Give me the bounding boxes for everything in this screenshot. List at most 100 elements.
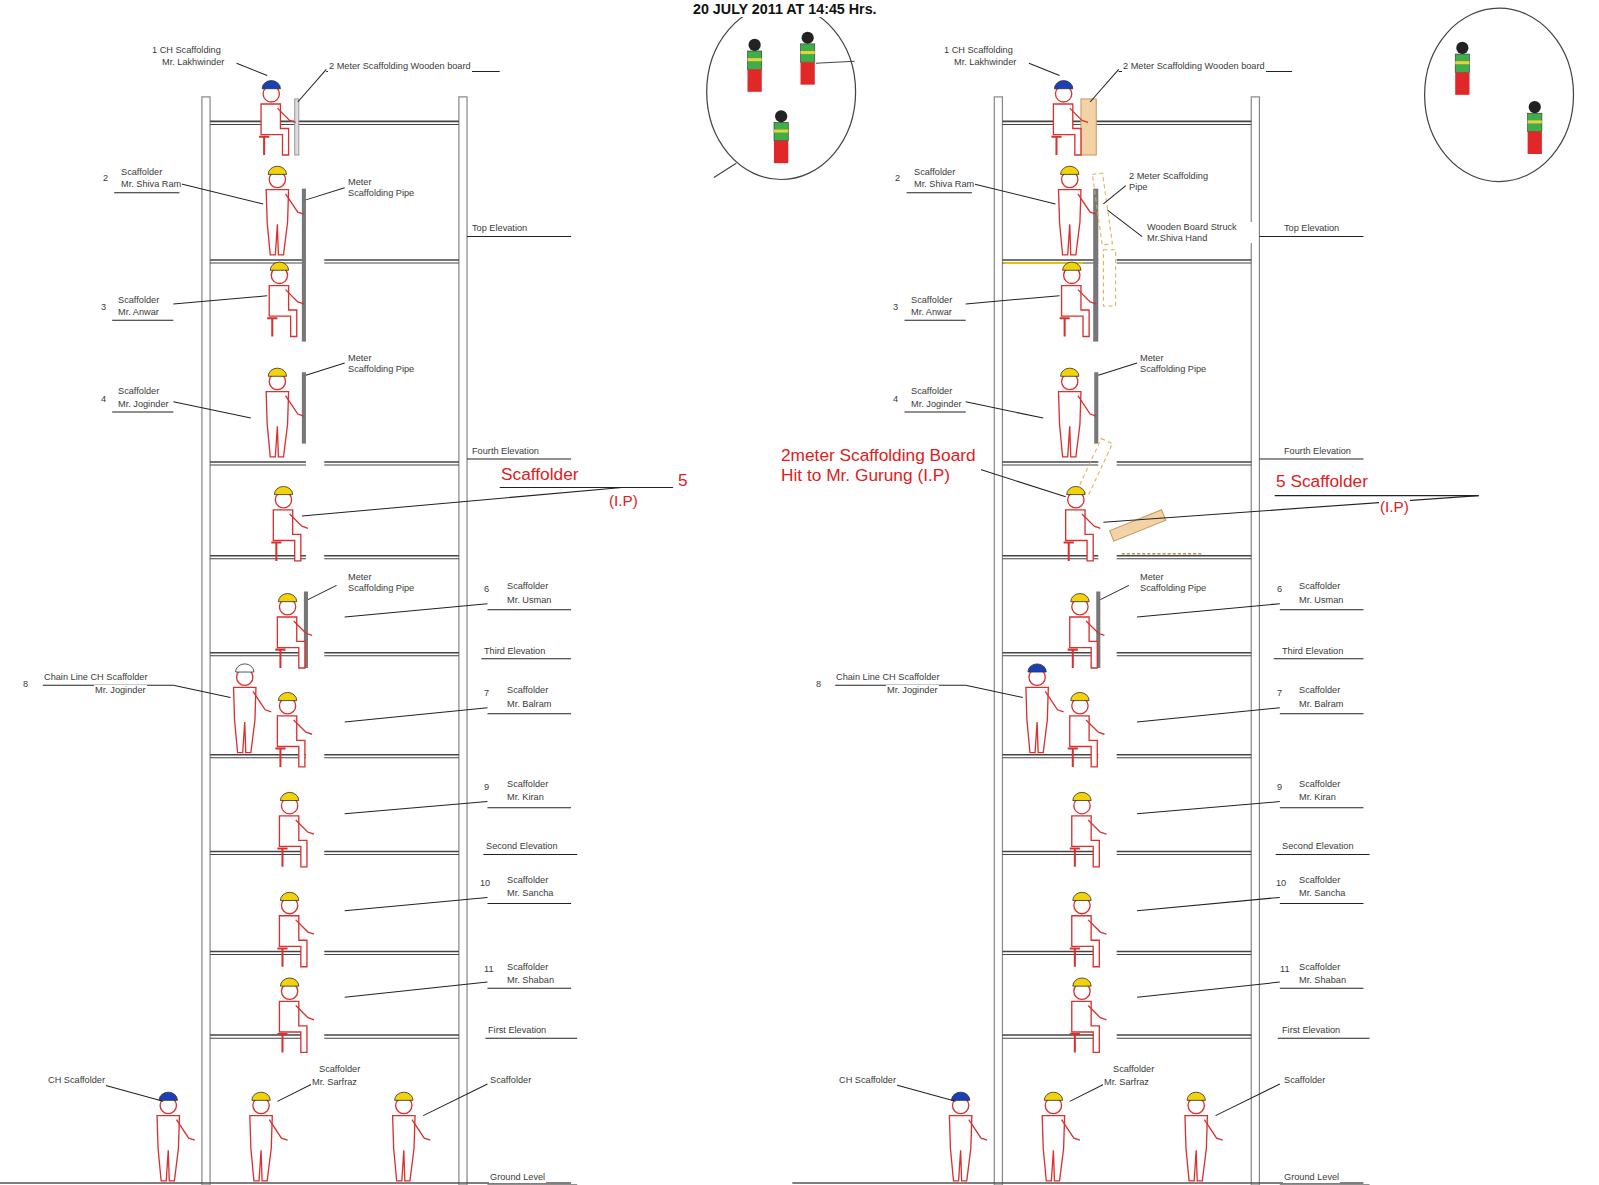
hard-hat xyxy=(159,1092,177,1100)
callout-label: Top Elevation xyxy=(471,223,528,234)
platform xyxy=(1002,1038,1098,1039)
callout-label: Scaffolder xyxy=(1298,875,1341,886)
platform xyxy=(1117,655,1252,656)
drawing-stroke xyxy=(412,1120,430,1140)
incident-label: (I.P) xyxy=(608,492,639,510)
leader-line xyxy=(467,458,571,459)
callout-label: Chain Line CH Scaffolder xyxy=(43,672,149,683)
leader-line xyxy=(112,411,173,412)
platform xyxy=(324,263,459,264)
leader-line xyxy=(1276,854,1370,855)
wooden-board xyxy=(1081,99,1096,155)
callout-label: Mr. Anwar xyxy=(910,307,953,318)
hard-hat xyxy=(1071,594,1089,602)
leader-line xyxy=(487,807,571,808)
platform xyxy=(210,555,306,557)
callout-label: Mr. Joginder xyxy=(117,399,170,410)
leader-line xyxy=(1137,604,1280,617)
drawing-stroke xyxy=(1051,137,1061,155)
drawing-stroke xyxy=(1070,108,1088,122)
worker-figure xyxy=(266,171,304,255)
drawing-stroke xyxy=(250,1116,272,1181)
leader-line xyxy=(481,658,571,659)
drawing-stroke xyxy=(969,1120,987,1140)
scaffold-pipe xyxy=(1094,372,1098,443)
worker-figure xyxy=(275,698,312,767)
callout-label: Second Elevation xyxy=(1281,841,1355,852)
callout-label: 10 xyxy=(479,878,491,889)
callout-label: 1 CH Scaffolding xyxy=(943,45,1014,56)
platform xyxy=(1002,757,1098,758)
board-path xyxy=(1122,553,1204,555)
bystander-figure xyxy=(801,32,815,85)
drawing-stroke xyxy=(277,617,305,668)
hard-hat xyxy=(268,368,286,376)
callout-label: Scaffolder xyxy=(506,962,549,973)
callout-label: Meter Scaffolding Pipe xyxy=(1139,353,1212,374)
callout-label: Mr. Balram xyxy=(506,699,552,710)
hard-hat xyxy=(280,792,298,800)
drawing-stroke xyxy=(296,1006,314,1020)
platform xyxy=(210,461,306,463)
leader-line xyxy=(972,184,1056,204)
platform xyxy=(210,121,459,123)
callout-label: 8 xyxy=(815,679,822,690)
platform xyxy=(324,652,459,654)
drawing-stroke xyxy=(279,1001,307,1052)
drawing-stroke xyxy=(1078,396,1096,416)
platform xyxy=(210,754,306,756)
drawing-stroke xyxy=(1082,514,1100,528)
worker-figure xyxy=(1042,1097,1080,1181)
platform xyxy=(324,951,459,953)
drawing-stroke xyxy=(266,392,288,457)
drawing-stroke xyxy=(1088,1006,1106,1020)
leader-line xyxy=(1280,713,1364,714)
worker-figure xyxy=(271,492,308,561)
leader-line xyxy=(1029,63,1060,75)
leader-line xyxy=(907,192,972,193)
callout-label: Scaffolder xyxy=(910,386,953,397)
callout-label: 11 xyxy=(1279,964,1291,975)
leader-line xyxy=(1274,658,1364,659)
callout-label: 4 xyxy=(892,394,899,405)
inset-circle xyxy=(707,4,856,179)
callout-label: Meter Scaffolding Pipe xyxy=(1139,572,1212,593)
callout-label: Second Elevation xyxy=(485,841,559,852)
leader-line xyxy=(1280,1184,1370,1185)
callout-label: Scaffolder xyxy=(1298,685,1341,696)
leader-line xyxy=(905,411,966,412)
incident-label: 2meter Scaffolding Board Hit to Mr. Guru… xyxy=(780,446,981,486)
drawing-stroke xyxy=(267,318,277,336)
drawing-stroke xyxy=(1528,120,1542,123)
worker-figure xyxy=(1068,698,1105,767)
drawing-stroke xyxy=(1070,617,1098,668)
platform xyxy=(1002,754,1098,756)
callout-label: CH Scaffolder xyxy=(47,1075,106,1086)
drawing-stroke xyxy=(1070,1034,1080,1052)
platform xyxy=(210,124,459,125)
callout-label: 11 xyxy=(483,964,495,975)
drawing-stroke xyxy=(1062,286,1090,337)
drawing-stroke xyxy=(801,44,815,62)
callout-label: Mr. Shiva Ram xyxy=(120,179,182,190)
platform xyxy=(210,558,306,559)
wooden-board xyxy=(1110,510,1166,541)
drawing-stroke xyxy=(1026,687,1048,752)
hard-hat xyxy=(1187,1092,1205,1100)
leader-line xyxy=(112,320,173,321)
callout-label: Mr. Usman xyxy=(506,595,552,606)
drawing-stroke xyxy=(277,1034,287,1052)
leader-line xyxy=(173,296,267,304)
drawing-stroke xyxy=(277,848,287,866)
incident-label: 5 xyxy=(677,471,689,491)
callout-label: 3 xyxy=(100,302,107,313)
leader-line xyxy=(714,163,736,177)
callout-label: Scaffolder xyxy=(913,167,956,178)
leader-line xyxy=(483,854,577,855)
callout-label: Mr. Sarfraz xyxy=(311,1077,358,1088)
drawing-stroke xyxy=(1064,543,1074,561)
drawing-stroke xyxy=(774,122,788,140)
leader-line xyxy=(1098,363,1137,375)
hard-hat xyxy=(280,892,298,900)
drawing-stroke xyxy=(801,62,815,84)
